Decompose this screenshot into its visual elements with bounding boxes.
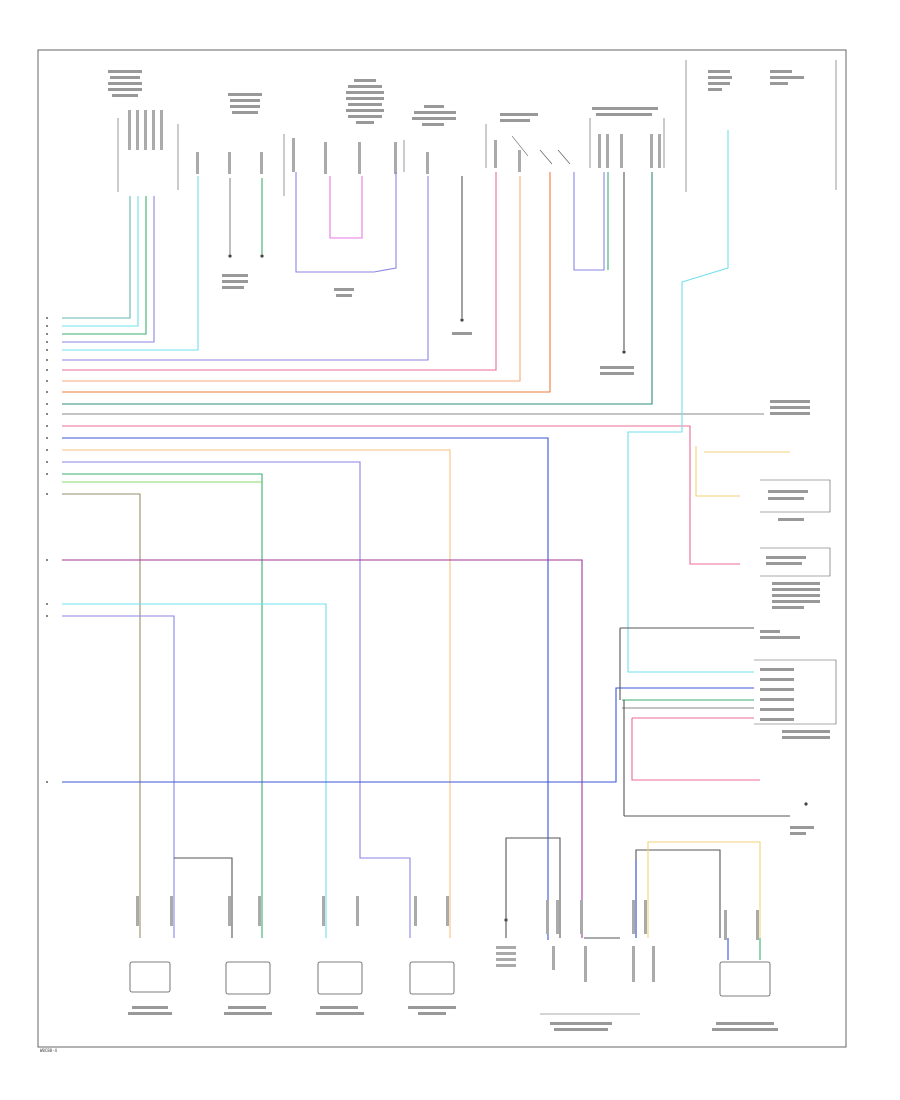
label-block-right-front-module — [228, 93, 262, 114]
footer-code: W8C88-4 — [40, 1048, 57, 1053]
label-block-pressure-sensor — [500, 113, 538, 122]
diagram-frame — [37, 49, 847, 1048]
label-block-hvac-assembly — [346, 79, 384, 124]
top-component-labels — [108, 60, 837, 192]
bottom-actuator-wires — [174, 837, 761, 960]
label-block-left-front-connector — [412, 105, 456, 126]
actuator-5 — [719, 961, 771, 997]
label-block-blower-relay — [708, 70, 804, 91]
left-row-numbers — [46, 317, 48, 783]
connector-brackets — [117, 118, 665, 196]
bottom-actuators — [128, 961, 778, 1031]
actuator-2 — [225, 961, 271, 995]
right-side-wires — [619, 446, 790, 817]
left-bus-wires — [62, 172, 764, 938]
actuator-4 — [409, 961, 455, 995]
actuator-1 — [129, 961, 171, 993]
label-block-left-front-distribution — [108, 70, 142, 97]
right-components — [754, 400, 837, 835]
bottom-pin-labels — [136, 896, 759, 982]
top-pin-labels — [128, 110, 661, 174]
ground-symbols — [228, 254, 808, 922]
ground-labels — [222, 274, 634, 375]
actuator-3 — [317, 961, 363, 995]
label-block-blower-controller — [592, 107, 658, 116]
top-routing-wires — [229, 130, 754, 673]
